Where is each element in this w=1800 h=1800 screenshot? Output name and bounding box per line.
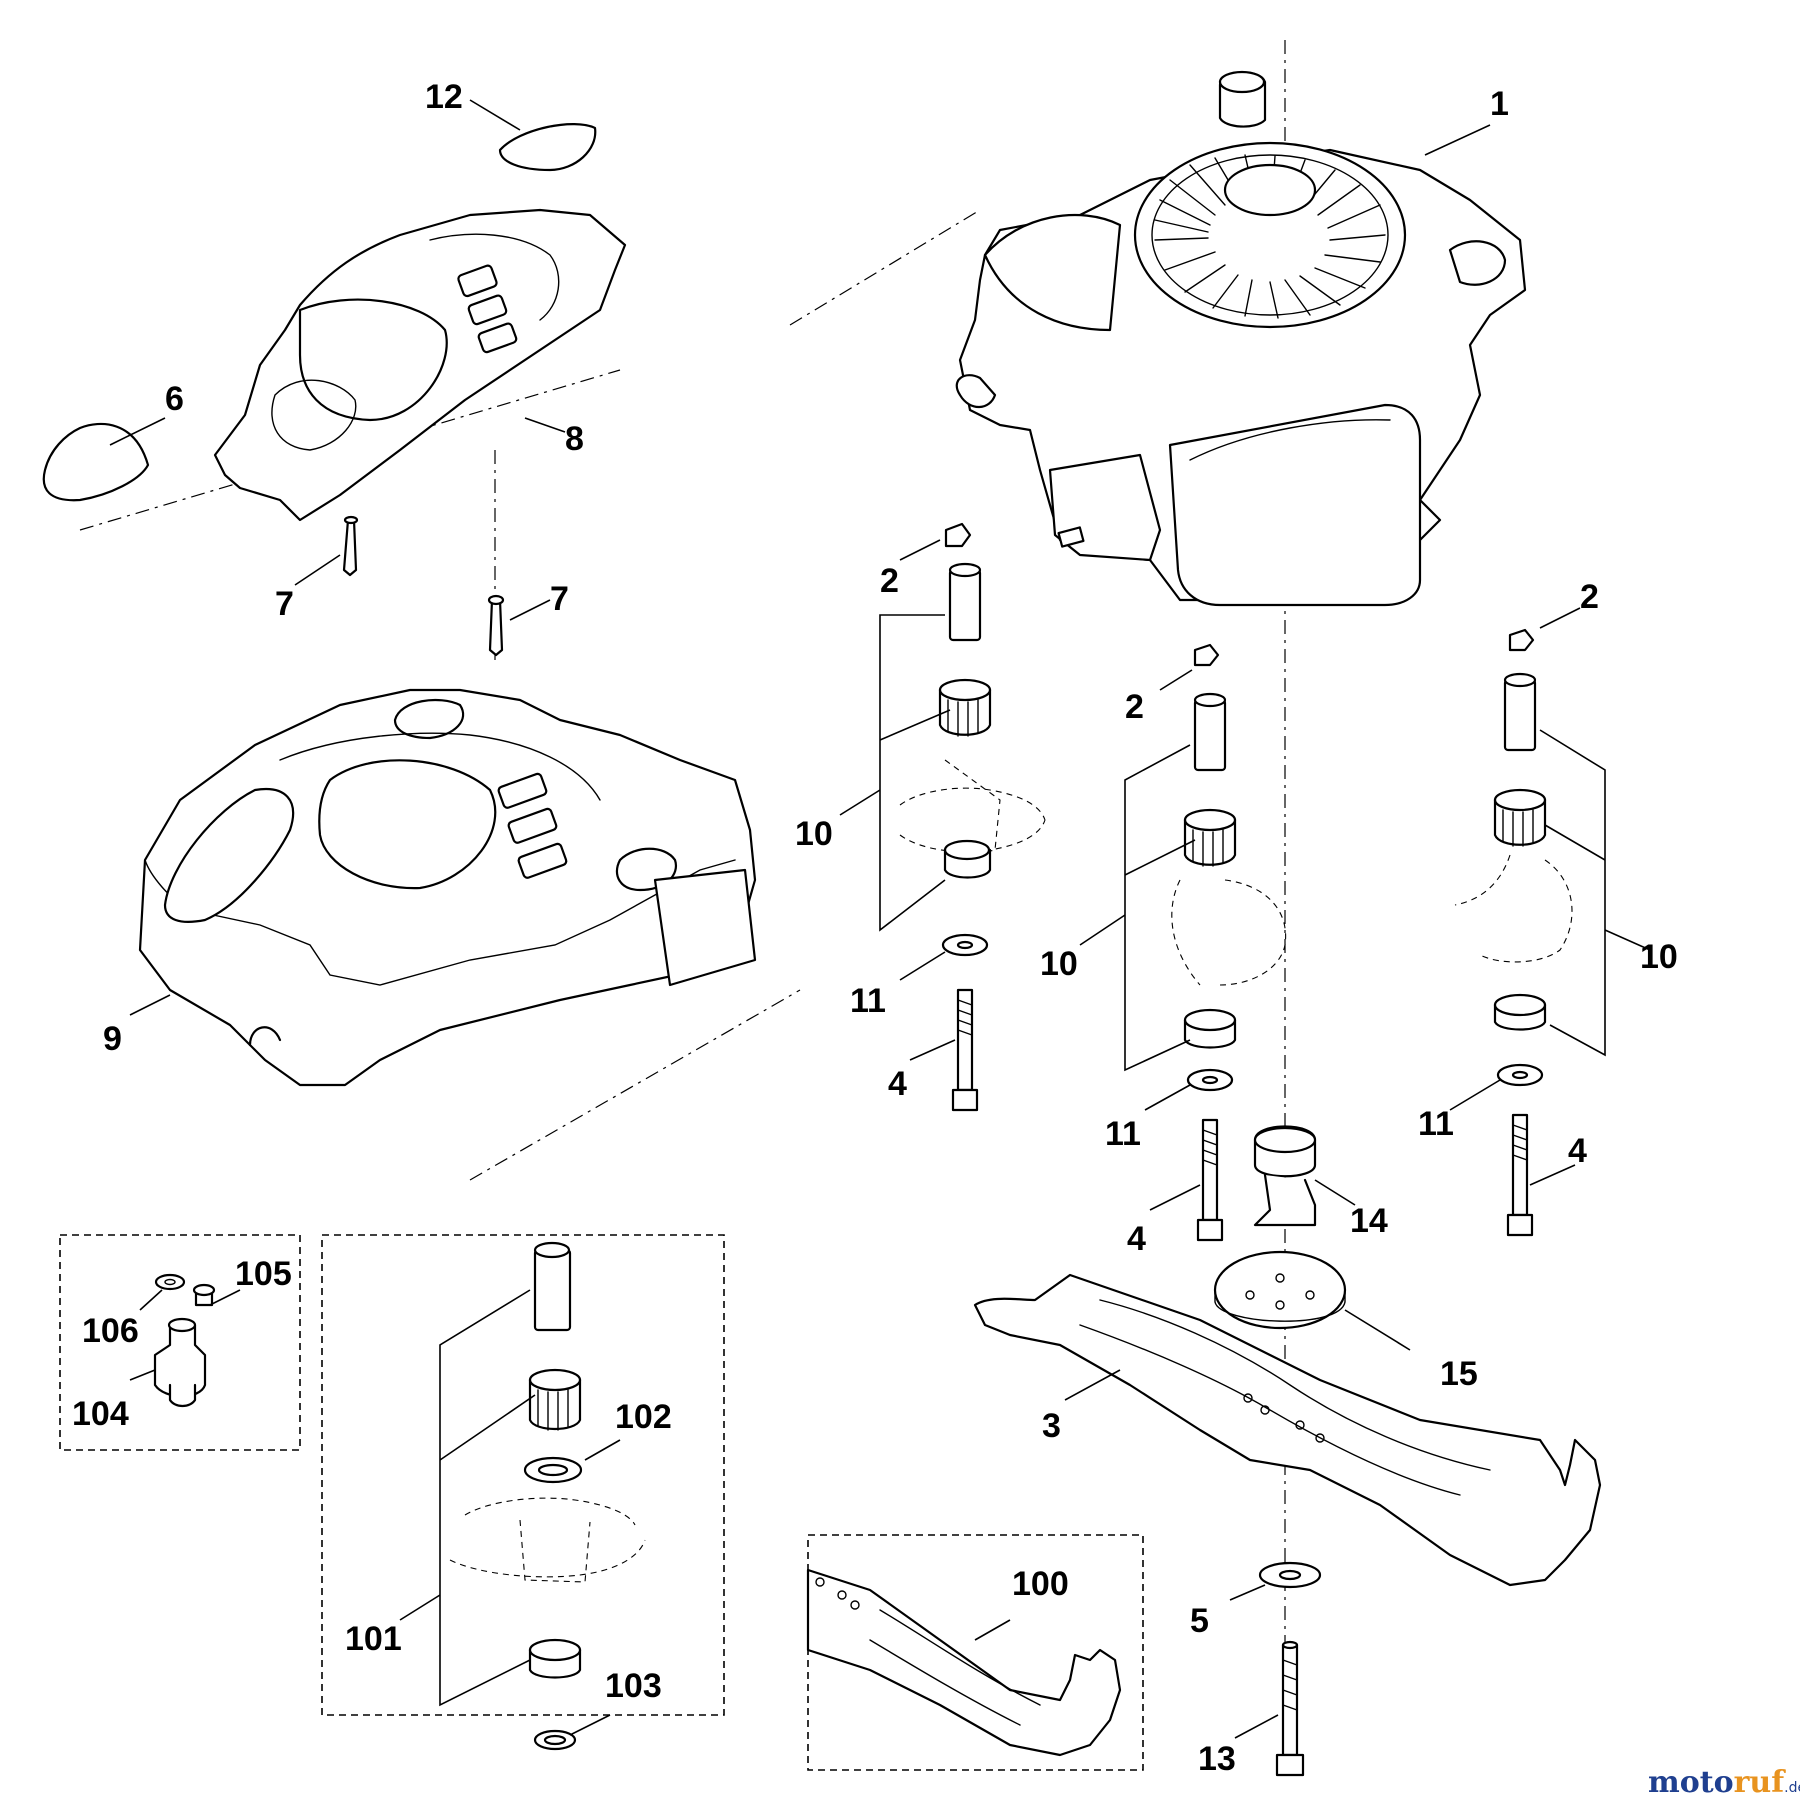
engine-part xyxy=(955,70,1527,607)
kit-box-blade xyxy=(806,1534,1144,1771)
callout-15: 15 xyxy=(1440,1355,1478,1393)
callout-11a: 11 xyxy=(850,982,886,1020)
flap-part xyxy=(42,417,166,502)
damper-group-right xyxy=(1449,607,1651,1237)
callout-11c: 11 xyxy=(1418,1105,1454,1143)
callout-labels: 1 12 6 8 7 7 9 2 10 11 4 2 10 11 4 2 10 … xyxy=(72,78,1678,1778)
callout-4b: 4 xyxy=(1127,1220,1146,1258)
callout-1: 1 xyxy=(1490,85,1509,123)
callout-103: 103 xyxy=(605,1667,662,1705)
callout-10b: 10 xyxy=(1040,945,1078,983)
watermark-suffix: .de xyxy=(1784,1780,1800,1796)
callout-104: 104 xyxy=(72,1395,129,1433)
callout-3: 3 xyxy=(1042,1407,1061,1445)
callout-101: 101 xyxy=(345,1620,402,1658)
callout-2b: 2 xyxy=(1125,688,1144,726)
blade-disc-part xyxy=(1213,1250,1411,1351)
callout-10a: 10 xyxy=(795,815,833,853)
damper-group-left xyxy=(839,522,1046,1112)
callout-10c: 10 xyxy=(1640,938,1678,976)
callout-4a: 4 xyxy=(888,1065,907,1103)
callout-6: 6 xyxy=(165,380,184,418)
watermark-logo: motoruf.de xyxy=(1648,1765,1800,1800)
deck-housing-part xyxy=(129,688,757,1087)
callout-105: 105 xyxy=(235,1255,292,1293)
callout-102: 102 xyxy=(615,1398,672,1436)
damper-group-middle xyxy=(1079,643,1287,1242)
callout-2a: 2 xyxy=(880,562,899,600)
callout-11b: 11 xyxy=(1105,1115,1141,1153)
callout-14: 14 xyxy=(1350,1202,1388,1240)
screw-lower-part xyxy=(487,594,551,657)
callout-2c: 2 xyxy=(1580,578,1599,616)
watermark-part1: moto xyxy=(1648,1765,1734,1800)
kit-box-damper xyxy=(321,1234,725,1751)
callout-7a: 7 xyxy=(275,585,294,623)
mower-blade-part xyxy=(973,1273,1602,1587)
cover-cap-part xyxy=(469,99,597,172)
blade-bolt-part xyxy=(1234,1640,1305,1777)
callout-9: 9 xyxy=(103,1020,122,1058)
top-cover-part xyxy=(213,208,627,522)
screw-upper-part xyxy=(294,515,359,586)
callout-4c: 4 xyxy=(1568,1132,1587,1170)
callout-100: 100 xyxy=(1012,1565,1069,1603)
callout-13: 13 xyxy=(1198,1740,1236,1778)
callout-12: 12 xyxy=(425,78,463,116)
blade-adapter-part xyxy=(1253,1125,1356,1227)
callout-7b: 7 xyxy=(550,580,569,618)
watermark-part2: ruf xyxy=(1734,1765,1787,1800)
callout-106: 106 xyxy=(82,1312,139,1350)
serrated-washer-part xyxy=(1229,1561,1322,1601)
callout-8: 8 xyxy=(565,420,584,458)
svg-text:motoruf.de: motoruf.de xyxy=(1648,1765,1800,1800)
kit-box-small xyxy=(59,1234,301,1451)
callout-5: 5 xyxy=(1190,1602,1209,1640)
